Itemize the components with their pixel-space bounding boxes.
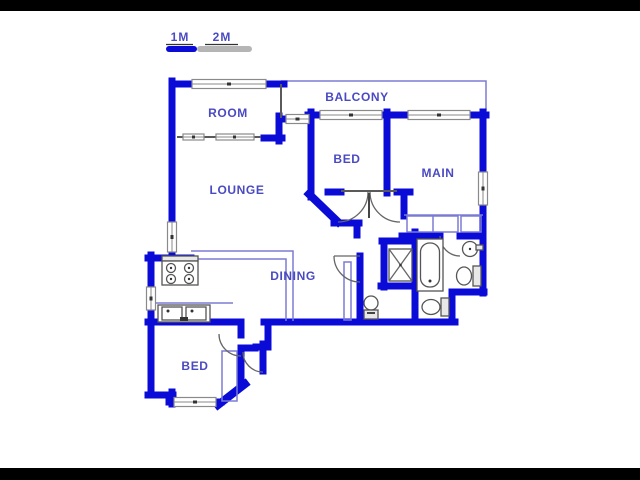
toilet-icon-bathroom	[455, 265, 482, 287]
double-door-arcs	[337, 191, 401, 223]
bed-bottom-door-arc	[218, 333, 242, 357]
scale-bar-2m-segment	[197, 46, 252, 52]
window-icon-main-top	[407, 109, 471, 121]
dining-half-wall	[343, 261, 352, 321]
window-icon-room-interior-b	[215, 133, 255, 141]
room-label-room: ROOM	[208, 106, 248, 120]
room-label-lounge: LOUNGE	[210, 183, 265, 197]
lounge-corner-diagonal-wall	[303, 188, 344, 228]
bathtub-icon	[416, 238, 444, 292]
dining-door-arc	[333, 255, 361, 283]
scale-label-2m: 2M	[213, 30, 232, 44]
room-label-main: MAIN	[421, 166, 454, 180]
window-icon-room-side	[285, 113, 310, 125]
room-label-bed-top: BED	[333, 152, 360, 166]
basin-icon-hall	[363, 295, 379, 320]
letterbox-top-bar	[0, 0, 640, 11]
window-icon-room-top	[191, 78, 267, 90]
letterbox-bottom-bar	[0, 468, 640, 480]
room-label-dining: DINING	[270, 269, 316, 283]
shower-icon	[388, 248, 413, 282]
window-icon-kitchen-left	[145, 286, 157, 311]
stove-icon	[161, 255, 199, 286]
window-icon-bed-bottom	[173, 396, 217, 408]
wardrobe-icon	[221, 350, 238, 402]
closet-icon	[404, 214, 483, 233]
room-label-balcony: BALCONY	[325, 90, 389, 104]
window-icon-lounge-left	[166, 221, 178, 253]
scale-bar: 1M 2M	[166, 30, 252, 52]
kitchen-counter	[191, 250, 294, 321]
toilet-icon-wc	[421, 297, 450, 317]
window-icon-bed-top	[319, 109, 383, 121]
room-label-bed-bottom: BED	[181, 359, 208, 373]
balcony-railing	[281, 80, 487, 111]
scale-bar-1m-segment	[166, 46, 197, 52]
hall-door-arc	[242, 351, 264, 373]
window-icon-room-interior-a	[182, 133, 205, 141]
sink-icon	[157, 304, 211, 323]
window-icon-main-right	[477, 171, 489, 206]
basin-icon-bathroom	[461, 240, 484, 258]
scale-label-1m: 1M	[171, 30, 190, 44]
